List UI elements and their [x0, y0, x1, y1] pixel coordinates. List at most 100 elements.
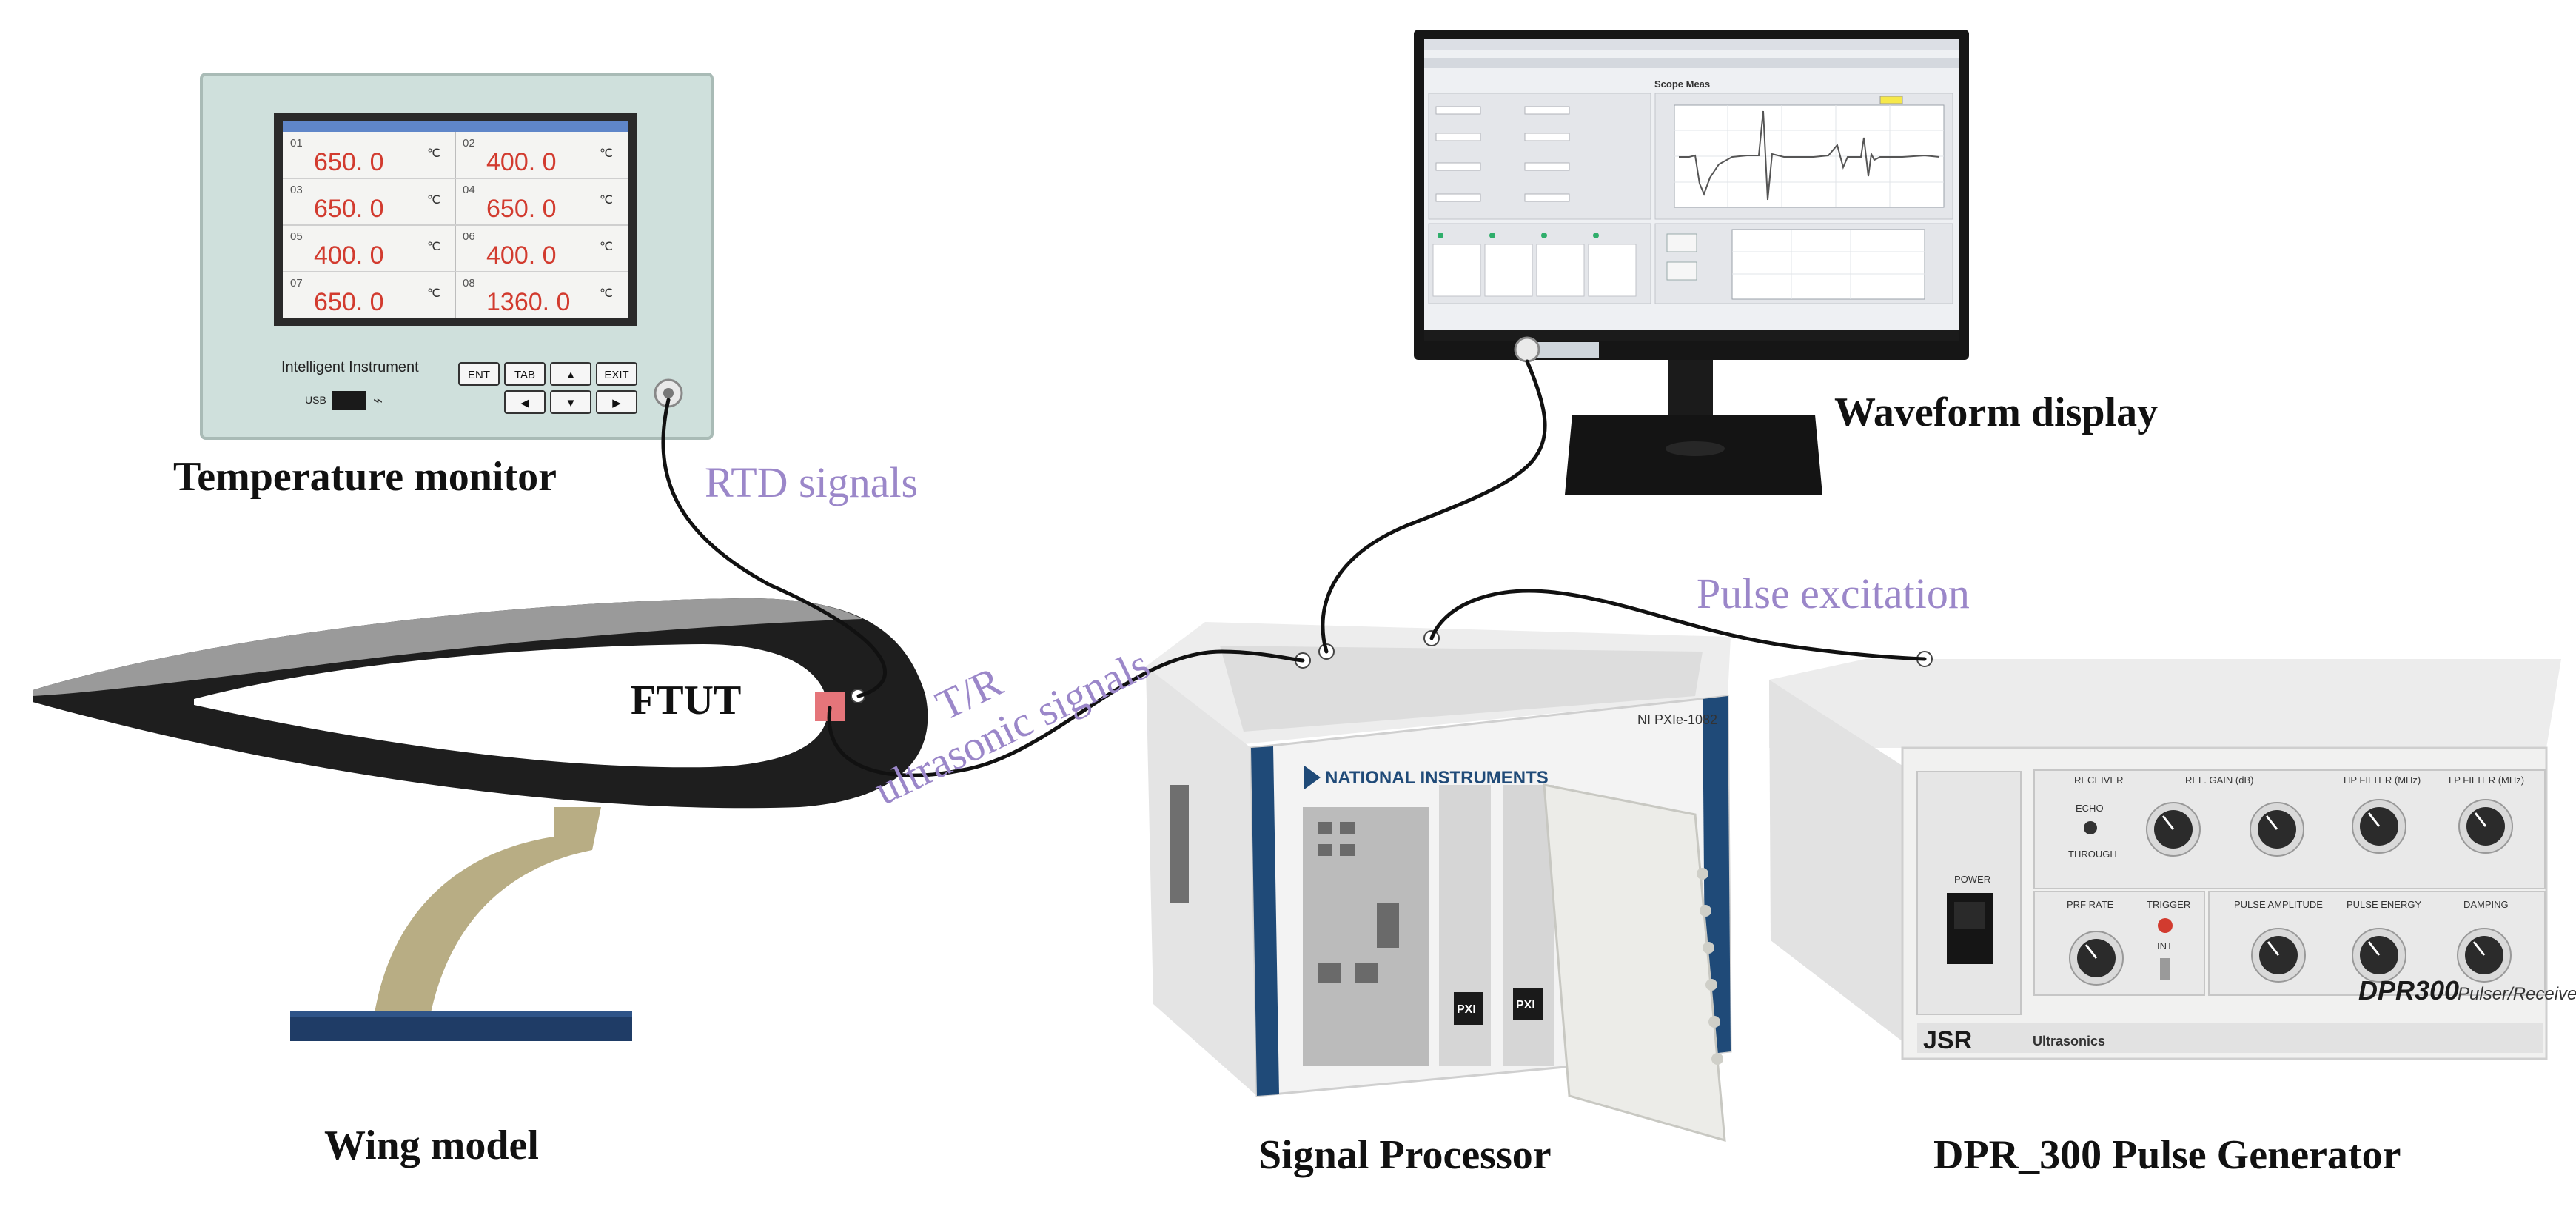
channel-temperature-value: 650. 0 [314, 195, 384, 223]
ent-key-label: ENT [468, 369, 490, 381]
channel-temperature-value: 650. 0 [486, 195, 557, 223]
down-arrow-key [550, 390, 591, 414]
rel-gain-fine-knob-pointer [2265, 815, 2278, 830]
scope-title: Scope Meas [1654, 78, 1710, 90]
pulse-generator: POWER RECEIVER ECHO THROUGH REL. GAIN (d… [1769, 651, 2576, 1060]
up-arrow-key [550, 362, 591, 386]
channel-unit: ℃ [600, 241, 613, 253]
pulse-cable [1429, 589, 1927, 661]
tr-signals-label-group: T/R ultrasonic signals [851, 640, 1162, 881]
hp-filter-label: HP FILTER (MHz) [2344, 775, 2421, 786]
waveform-trace [1679, 110, 1940, 201]
pulse-amplitude-label: PULSE AMPLITUDE [2234, 899, 2323, 910]
caption-signal-processor: Signal Processor [1258, 1132, 1552, 1178]
rtd-signals-label: RTD signals [705, 458, 919, 506]
caption-wing-model: Wing model [324, 1123, 539, 1168]
channel-unit: ℃ [427, 241, 440, 253]
hp-filter-knob-pointer [2367, 812, 2381, 827]
channel-number: 01 [290, 137, 303, 150]
channel-temperature-value: 400. 0 [486, 148, 557, 176]
dpr300-model-suffix: Pulser/Receiver [2458, 984, 2576, 1004]
channel-unit: ℃ [600, 147, 613, 160]
rel-gain-label: REL. GAIN (dB) [2185, 775, 2253, 786]
channel-number: 05 [290, 230, 303, 243]
damping-label: DAMPING [2463, 899, 2509, 910]
power-label: POWER [1954, 874, 1990, 885]
channel-temperature-value: 650. 0 [314, 148, 384, 176]
taskbar [1424, 330, 1959, 341]
pulser-card [1543, 783, 1726, 1143]
prf-rate-label: PRF RATE [2067, 899, 2114, 910]
down-arrow-key-label: ▼ [566, 397, 577, 409]
caption-temperature-monitor: Temperature monitor [173, 454, 557, 500]
wing-stand [375, 807, 601, 1013]
pulse-energy-label: PULSE ENERGY [2347, 899, 2421, 910]
rtd-cable [661, 398, 888, 698]
channel-unit: ℃ [600, 194, 613, 207]
through-label: THROUGH [2068, 849, 2117, 860]
tab-key-label: TAB [514, 369, 535, 381]
channel-number: 03 [290, 184, 303, 196]
channel-temperature-value: 1360. 0 [486, 288, 570, 316]
pulser-top [1769, 659, 2561, 748]
channel-number: 02 [463, 137, 475, 150]
caption-waveform-display: Waveform display [1834, 389, 2159, 435]
signal-processor: NATIONAL INSTRUMENTS NI PXIe-1082 PXI PX… [1146, 622, 1732, 1143]
channel-number: 06 [463, 230, 475, 243]
right-arrow-key [596, 390, 637, 414]
lp-filter-knob-pointer [2474, 812, 2487, 827]
monitor-brand-label: Intelligent Instrument [281, 359, 419, 375]
pulse-energy-knob-pointer [2367, 941, 2381, 956]
channel-number: 08 [463, 277, 475, 290]
usb-icon: ⌁ [373, 391, 383, 409]
ftut-label: FTUT [631, 678, 742, 723]
echo-label: ECHO [2076, 803, 2104, 814]
pxi-label-2: PXI [1516, 999, 1535, 1011]
pulse-excitation-label: Pulse excitation [1697, 569, 1970, 618]
pxi-module-1 [1454, 992, 1483, 1025]
channel-temperature-value: 650. 0 [314, 288, 384, 316]
ultrasonic-signals-label: ultrasonic signals [866, 639, 1157, 814]
channel-unit: ℃ [427, 147, 440, 160]
up-arrow-key-label: ▲ [566, 369, 577, 381]
exit-key [596, 362, 637, 386]
receiver-toggle [2084, 821, 2097, 834]
pxi-label-1: PXI [1457, 1003, 1476, 1016]
pulser-side [1769, 680, 1910, 1047]
ni-logo-icon [1304, 766, 1321, 789]
jsr-brand: JSR [1923, 1026, 1972, 1054]
right-arrow-key-label: ▶ [612, 397, 621, 409]
left-arrow-key-label: ◀ [520, 397, 529, 409]
exit-key-label: EXIT [604, 369, 628, 381]
channel-number: 07 [290, 277, 303, 290]
dpr300-model: DPR300 [2358, 975, 2459, 1006]
damping-knob-pointer [2472, 941, 2486, 956]
screen-header-bar [283, 121, 628, 132]
ni-brand: NATIONAL INSTRUMENTS [1325, 768, 1549, 788]
caption-pulse-generator: DPR_300 Pulse Generator [1933, 1132, 2401, 1178]
tr-cable [827, 649, 1305, 777]
pxi-module-2 [1513, 988, 1543, 1020]
left-arrow-key [504, 390, 546, 414]
channel-unit: ℃ [427, 287, 440, 300]
display-connector [1514, 336, 1540, 363]
receiver-label: RECEIVER [2074, 775, 2123, 786]
wing-airfoil-cavity [194, 644, 828, 768]
tab-key [504, 362, 546, 386]
channel-unit: ℃ [600, 287, 613, 300]
wing-model [33, 598, 928, 1041]
chassis-side [1146, 666, 1257, 1096]
prf-rate-knob-pointer [2084, 944, 2098, 959]
channel-temperature-value: 400. 0 [486, 241, 557, 270]
lp-filter-label: LP FILTER (MHz) [2449, 775, 2524, 786]
pulse-amplitude-knob-pointer [2267, 941, 2280, 956]
channel-temperature-value: 400. 0 [314, 241, 384, 270]
channel-number: 04 [463, 184, 475, 196]
channel-unit: ℃ [427, 194, 440, 207]
trigger-label: TRIGGER [2147, 899, 2190, 910]
trigger-led [2158, 918, 2173, 933]
usb-label: USB [305, 394, 326, 406]
temperature-monitor: 01 650. 0 ℃ 02 400. 0 ℃ 03 650. 0 ℃ 04 650. 0 ℃ 05 40… [200, 73, 714, 440]
int-label: INT [2157, 940, 2173, 951]
